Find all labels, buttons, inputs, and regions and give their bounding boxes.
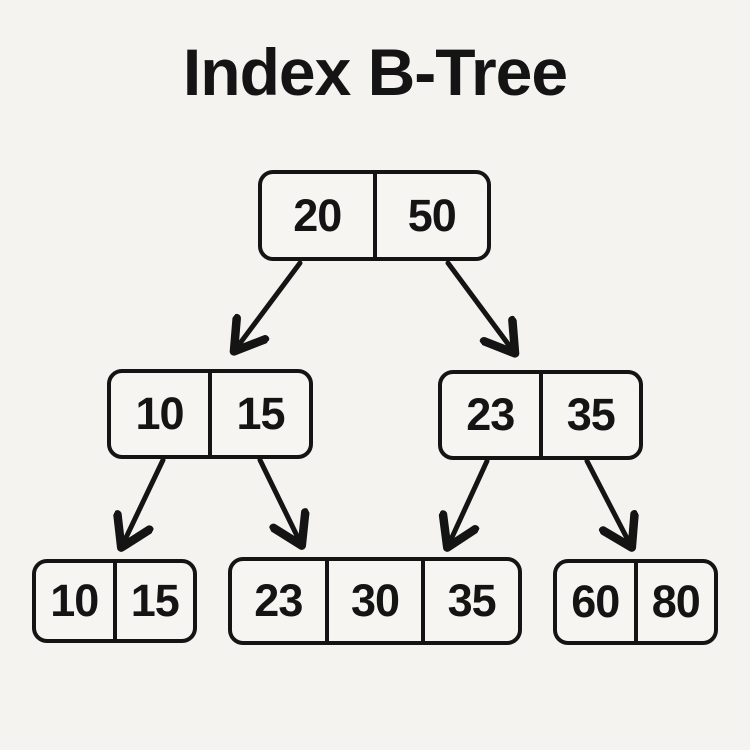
btree-node-leaf-right: 60 80 xyxy=(553,559,718,645)
btree-node-internal-left: 10 15 xyxy=(107,369,313,459)
edge-arrow-internal-right-to-leaf-right xyxy=(584,458,631,546)
btree-key-cell: 15 xyxy=(112,563,194,639)
btree-key-cell: 50 xyxy=(372,174,488,257)
btree-key-cell: 10 xyxy=(135,388,184,439)
btree-key-cell: 15 xyxy=(208,373,309,455)
page-title: Index B-Tree xyxy=(182,35,568,109)
btree-node-internal-right: 23 35 xyxy=(438,370,643,460)
btree-key-cell: 10 xyxy=(50,575,99,626)
btree-key-cell: 23 xyxy=(466,389,515,440)
btree-key-cell: 35 xyxy=(538,374,640,456)
btree-node-leaf-left: 10 15 xyxy=(32,559,197,643)
btree-key-cell: 30 xyxy=(324,561,422,641)
btree-key-cell: 20 xyxy=(293,189,342,241)
edge-arrow-internal-left-to-leaf-middle xyxy=(257,457,301,544)
edge-arrow-internal-left-to-leaf-left xyxy=(122,457,166,546)
edge-arrow-internal-right-to-leaf-middle xyxy=(448,458,490,546)
btree-key-cell: 80 xyxy=(633,563,715,641)
edge-arrow-root-to-internal-left xyxy=(235,260,303,350)
btree-key-cell: 60 xyxy=(571,576,620,627)
btree-key-cell: 23 xyxy=(254,575,303,626)
btree-key-cell: 35 xyxy=(421,561,518,641)
edge-arrow-root-to-internal-right xyxy=(445,260,514,352)
